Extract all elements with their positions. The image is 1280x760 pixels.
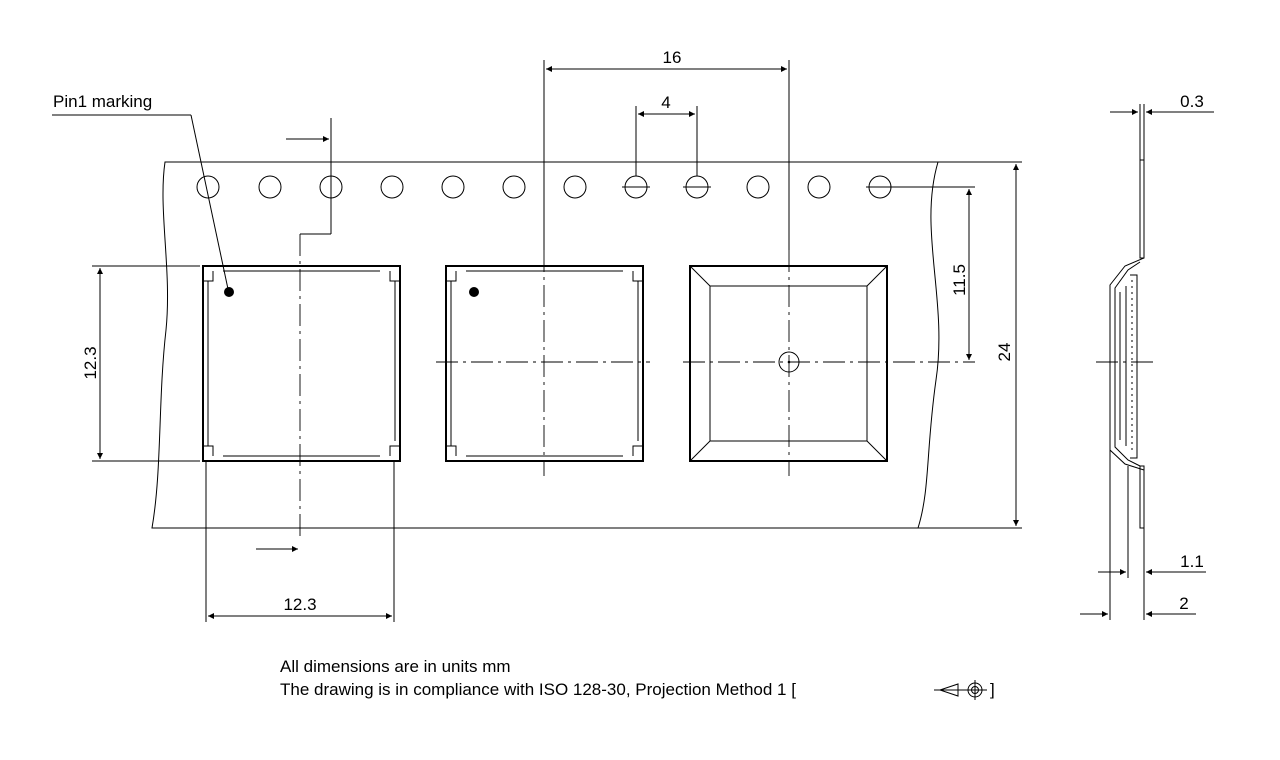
pin1-dot bbox=[224, 287, 234, 297]
section-cut bbox=[256, 118, 332, 552]
pin1-marking-label: Pin1 marking bbox=[53, 92, 152, 111]
carrier-tape bbox=[151, 161, 940, 529]
dim-package-height: 12.3 bbox=[81, 265, 200, 462]
dim-package-width: 12.3 bbox=[205, 461, 395, 622]
dim-24-label: 24 bbox=[995, 343, 1014, 362]
side-section-view: 0.3 1.1 2 bbox=[1080, 92, 1214, 620]
dim-hole-pitch: 4 bbox=[635, 93, 698, 176]
dim-12-3-vertical-label: 12.3 bbox=[81, 346, 100, 379]
projection-method-1-icon bbox=[934, 680, 987, 700]
dim-pocket-pitch: 16 bbox=[543, 48, 790, 250]
pin1-dot-2 bbox=[469, 287, 479, 297]
drawing-notes: All dimensions are in units mm The drawi… bbox=[280, 657, 995, 700]
dim-1-1-label: 1.1 bbox=[1180, 552, 1204, 571]
units-note: All dimensions are in units mm bbox=[280, 657, 511, 676]
dim-12-3-horizontal-label: 12.3 bbox=[283, 595, 316, 614]
closing-bracket: ] bbox=[990, 680, 995, 699]
pin1-callout: Pin1 marking bbox=[52, 92, 229, 290]
dim-4-label: 4 bbox=[661, 93, 670, 112]
package-1 bbox=[202, 265, 401, 462]
dim-11-5-label: 11.5 bbox=[950, 264, 969, 296]
compliance-note: The drawing is in compliance with ISO 12… bbox=[280, 680, 796, 699]
dim-0-3-label: 0.3 bbox=[1180, 92, 1204, 111]
dim-hole-offset: 11.5 bbox=[950, 189, 972, 360]
package-3-pocket bbox=[689, 265, 888, 462]
sprocket-holes bbox=[196, 175, 975, 199]
package-2 bbox=[445, 265, 644, 462]
center-lines bbox=[299, 234, 975, 540]
dim-2-label: 2 bbox=[1179, 594, 1188, 613]
dim-16-label: 16 bbox=[663, 48, 682, 67]
dim-tape-width: 24 bbox=[918, 161, 1022, 529]
